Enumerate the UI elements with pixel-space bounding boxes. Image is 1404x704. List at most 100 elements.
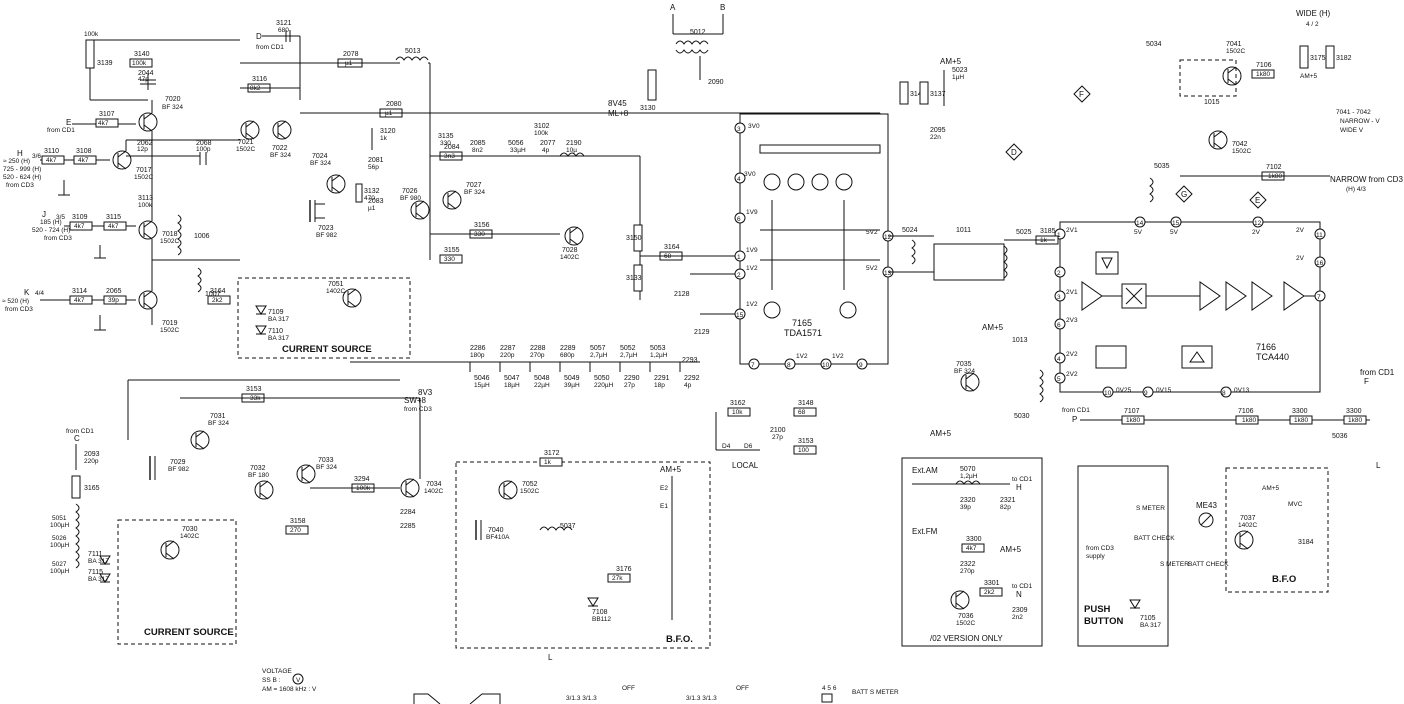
- res-3120-val: 470: [364, 195, 375, 202]
- tda-pin13-v: 5V2: [866, 265, 878, 272]
- res-3102-val: 2k2: [212, 297, 223, 304]
- q7018-part: 1502C: [160, 238, 179, 245]
- narrow-label: NARROW from CD3: [1330, 175, 1403, 184]
- svg-text:2322: 2322: [960, 561, 976, 568]
- lc-bot-ref: 2292: [684, 375, 700, 382]
- cap-2078-ref: 3120: [380, 128, 396, 135]
- lc-top-ref: 2289: [560, 345, 576, 352]
- cap-2065-val: 12p: [137, 146, 148, 153]
- legend-am: AM = 1608 kHz : V: [262, 686, 317, 693]
- tca-pin6-v: 2V3: [1066, 317, 1078, 324]
- q7032-part: BF 180: [248, 472, 269, 479]
- svg-text:5051: 5051: [52, 515, 67, 522]
- right-source: from CD1: [1360, 368, 1395, 377]
- res-3140-val: 100k: [132, 60, 147, 67]
- svg-text:9: 9: [859, 362, 863, 369]
- tda-pin12-v: 5V2: [866, 229, 878, 236]
- lc-top-ref: 2287: [500, 345, 516, 352]
- cap-2084-ref: 5056: [508, 140, 524, 147]
- svg-text:2128: 2128: [674, 291, 690, 298]
- res-3114-ref: 2065: [106, 288, 122, 295]
- tca-pin8-v: 0V13: [1234, 387, 1250, 394]
- diode-7111-part: BA 317: [88, 558, 109, 565]
- ml8-volt: 8V45: [608, 99, 627, 108]
- svg-text:H: H: [1016, 483, 1022, 492]
- tr-5030-ref: 5030: [1014, 413, 1030, 420]
- lc-bot-val: 15µH: [474, 382, 490, 389]
- lc-bot-val: 39µH: [564, 382, 580, 389]
- svg-text:G: G: [1181, 190, 1187, 199]
- cap-2078-val: 1k: [380, 135, 388, 142]
- lc-bot-val: 27p: [624, 382, 635, 389]
- tda-pin3-v: 3V0: [748, 123, 760, 130]
- tca-pin9-v: 0V15: [1156, 387, 1172, 394]
- coil-1011-ref: 1011: [956, 227, 971, 234]
- diode-7110-part: BA 317: [268, 335, 289, 342]
- cap-2084-val: 33µH: [510, 147, 526, 154]
- ml8-label: ML+8: [608, 109, 629, 118]
- lc-bot-ref: 5047: [504, 375, 520, 382]
- q7024-part: BF 324: [310, 160, 331, 167]
- q7051-ref: 7051: [328, 281, 344, 288]
- diode-7105-part: BA 317: [1140, 622, 1161, 629]
- input-h-pin: 3/6: [32, 153, 41, 160]
- res-3115-ref: 3114: [72, 288, 87, 295]
- res-3176-val: 1k80: [1256, 71, 1270, 78]
- svg-text:2n2: 2n2: [1012, 614, 1023, 621]
- voltage-legend: VOLTAGE SS B : V AM = 1608 kHz : V 3/1.3…: [262, 668, 899, 704]
- res-3156-ref: 3153: [798, 438, 814, 445]
- svg-text:5023: 5023: [952, 67, 968, 74]
- lc-bot-val: 18p: [654, 382, 665, 389]
- lc-top-val: 220p: [500, 352, 515, 359]
- q7036-part: 1502C: [956, 620, 975, 627]
- q7031-part: BF 324: [208, 420, 229, 427]
- cap-2081-ref: 2083: [368, 198, 384, 205]
- svg-text:3146: 3146: [910, 91, 926, 98]
- svg-text:2285: 2285: [400, 523, 416, 530]
- cap-2077-val: 330: [440, 140, 451, 147]
- q7035-part: BF 324: [954, 368, 975, 375]
- svg-text:15: 15: [1172, 220, 1180, 227]
- coil-5013-ref: 5013: [405, 48, 421, 55]
- q7022-part: BF 324: [270, 152, 291, 159]
- q7020-ref: 7020: [165, 96, 181, 103]
- svg-text:4: 4: [737, 176, 741, 183]
- input-e-label: E: [66, 118, 71, 127]
- cap-2083-ref: 2085: [470, 140, 486, 147]
- input-c-source: from CD1: [66, 428, 94, 435]
- svg-text:10: 10: [1104, 390, 1112, 397]
- lc-bot-ref: 5049: [564, 375, 580, 382]
- res-3102-ref: 3164: [210, 288, 226, 295]
- svg-text:2293: 2293: [682, 357, 698, 364]
- svg-text:8: 8: [787, 362, 791, 369]
- q7028-ref: 7028: [562, 247, 578, 254]
- svg-text:16: 16: [1316, 260, 1324, 267]
- res-3108-ref: 3108: [76, 148, 92, 155]
- svg-text:39p: 39p: [960, 504, 971, 511]
- version-02-box: Ext.AM 5070 1,2µH to CD1 H 2320 39p 2321…: [901, 457, 1043, 647]
- svg-text:from CD1: from CD1: [1062, 407, 1090, 414]
- res-3120-ref: 3132: [364, 188, 380, 195]
- svg-text:F: F: [1079, 90, 1084, 99]
- res-3153-val: 270: [290, 527, 301, 534]
- svg-text:5027: 5027: [52, 561, 67, 568]
- svg-text:4 5 6: 4 5 6: [822, 685, 837, 692]
- sw8-source: from CD3: [404, 406, 432, 413]
- input-h-source: from CD3: [6, 182, 34, 189]
- coil-5037-ref: 5037: [560, 523, 576, 530]
- tr-5036-ref: 5036: [1332, 433, 1348, 440]
- q7052-part: 1502C: [520, 488, 539, 495]
- cap-2044-ref: 2044: [138, 70, 154, 77]
- lc-bot-ref: 5048: [534, 375, 550, 382]
- tca-pin12-v: 2V: [1252, 229, 1261, 236]
- res-7107-ref: 3300: [1346, 408, 1362, 415]
- svg-text:2320: 2320: [960, 497, 976, 504]
- cap-2081-val: µ1: [368, 205, 376, 212]
- q7033-ref: 7033: [318, 457, 334, 464]
- lower-left-section: 3153 33k 8V3 SW+8 from CD3 from CD1 C 20…: [50, 379, 443, 645]
- q7028-part: 1402C: [560, 254, 579, 261]
- cap-2044-val: 47p: [138, 76, 149, 83]
- lc-top-ref: 5052: [620, 345, 636, 352]
- tda-pin6-v: 1V9: [746, 209, 758, 216]
